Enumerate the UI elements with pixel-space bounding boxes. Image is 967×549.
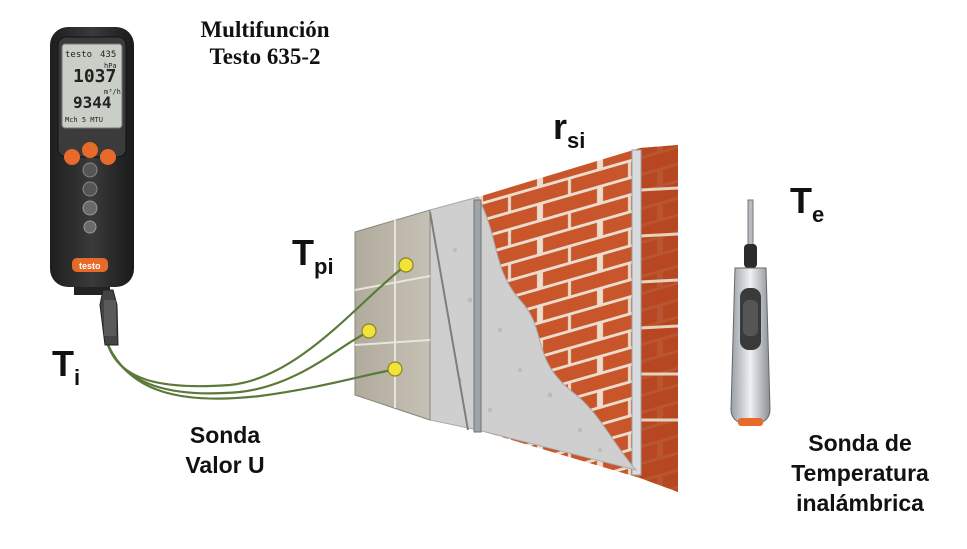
device-button-center — [82, 142, 98, 158]
device-nav-2 — [82, 181, 98, 197]
device-nav-4 — [83, 220, 97, 234]
device-button-right — [100, 149, 116, 165]
testo-device — [50, 27, 134, 346]
caption-wireless-probe: Sonda de Temperatura inalámbrica — [791, 430, 929, 516]
lcd-unit-1: hPa — [104, 62, 117, 70]
device-title: Multifunción Testo 635-2 — [160, 16, 370, 70]
lcd-unit-2: m³/h — [104, 88, 121, 96]
device-title-line2: Testo 635-2 — [209, 44, 321, 69]
wall-section — [354, 145, 679, 492]
lcd-softkeys: Mch 5 MTU — [65, 116, 103, 124]
caption-probe-u: Sonda Valor U — [185, 422, 265, 478]
lcd-reading-1: 1037 — [73, 66, 116, 87]
tile-panel — [354, 209, 431, 421]
symbol-te: Te — [790, 180, 825, 227]
device-logo: testo — [79, 261, 101, 271]
sensor-middle — [361, 323, 377, 339]
device-button-left — [64, 149, 80, 165]
symbol-ti: Ti — [52, 343, 81, 390]
device-connector — [74, 287, 110, 295]
lcd-model: 435 — [100, 50, 116, 60]
device-lcd — [61, 43, 123, 129]
mounting-rail — [473, 199, 482, 433]
surface-sensors — [361, 257, 414, 377]
device-nav-1 — [82, 162, 98, 178]
wireless-probe — [730, 199, 771, 426]
brick-side-face — [640, 145, 678, 492]
lcd-reading-2: 9344 — [73, 93, 112, 112]
sensor-top — [398, 257, 414, 273]
probe-cables — [106, 265, 406, 400]
symbol-tpi: Tpi — [292, 232, 334, 279]
metal-profile — [631, 149, 642, 476]
device-nav-3 — [82, 200, 98, 216]
lcd-brand: testo — [65, 50, 92, 60]
device-title-line1: Multifunción — [200, 17, 330, 42]
symbol-rsi: rsi — [553, 106, 586, 153]
sensor-bottom — [387, 361, 403, 377]
